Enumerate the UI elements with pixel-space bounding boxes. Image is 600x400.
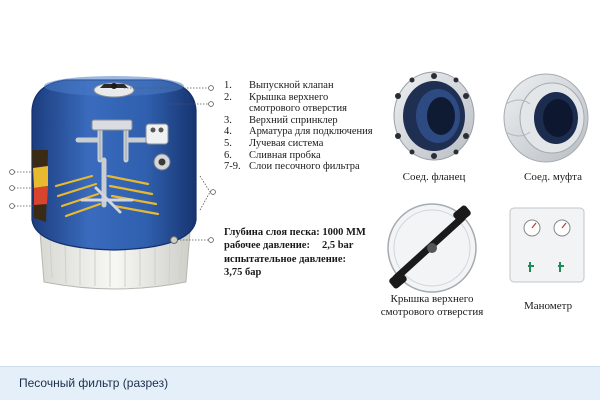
legend-item: 6. Сливная пробка (224, 150, 379, 162)
legend-item: 3. Верхний спринклер (224, 115, 379, 127)
test-pressure-label: испытательное давление: (224, 253, 346, 265)
legend-number: 2. (224, 91, 232, 103)
working-pressure-spec: рабочее давление: 2,5 bar (224, 239, 366, 252)
legend-number: 7-9. (224, 161, 241, 173)
legend-item: 1. Выпускной клапан (224, 80, 379, 92)
legend-text: Сливная пробка (249, 149, 321, 161)
hatch-caption: Крышка верхнего смотрового отверстия (362, 293, 502, 319)
legend-text: Выпускной клапан (249, 80, 334, 91)
test-pressure-value: 3,75 бар (224, 267, 262, 279)
coupling-caption: Соед. муфта (524, 171, 582, 183)
legend-number: 1. (224, 80, 232, 91)
legend-number: 6. (224, 149, 232, 161)
filter-tank (31, 76, 197, 290)
flange-caption: Соед. фланец (402, 171, 466, 183)
left-markers (9, 169, 34, 209)
legend-number: 4. (224, 126, 232, 138)
parts-legend: 1. Выпускной клапан 2. Крышка верхнего с… (224, 80, 379, 173)
working-pressure-label: рабочее давление: (224, 240, 310, 252)
sand-depth-spec: Глубина слоя песка: 1000 ММ (224, 227, 366, 238)
legend-item: 2. Крышка верхнего смотрового отверстия (224, 92, 379, 115)
flange-illustration (393, 71, 475, 161)
caption-bar: Песочный фильтр (разрез) (0, 366, 600, 400)
legend-text: Слои песочного фильтра (249, 161, 360, 173)
legend-number: 5. (224, 137, 232, 149)
leader-lines (124, 85, 216, 243)
coupling-illustration (503, 73, 589, 163)
legend-item: 7-9. Слои песочного фильтра (224, 161, 379, 173)
hatch-cover-illustration (387, 203, 477, 293)
legend-item: 4. Арматура для подключения (224, 126, 379, 138)
legend-text: Крышка верхнего смотрового отверстия (249, 91, 347, 115)
figure-caption: Песочный фильтр (разрез) (19, 376, 169, 390)
legend-text: Верхний спринклер (249, 114, 338, 126)
working-pressure-value: 2,5 bar (321, 240, 354, 252)
hatch-caption-line1: Крышка верхнего (390, 293, 474, 305)
legend-text: Лучевая система (249, 137, 324, 149)
gauge-caption: Манометр (523, 300, 573, 312)
gauge-illustration (509, 207, 585, 283)
hatch-caption-line2: смотрового отверстия (380, 306, 484, 318)
legend-item: 5. Лучевая система (224, 138, 379, 150)
legend-text: Арматура для подключения (249, 126, 373, 138)
specifications: Глубина слоя песка: 1000 ММ рабочее давл… (224, 226, 366, 280)
legend-number: 3. (224, 114, 232, 126)
